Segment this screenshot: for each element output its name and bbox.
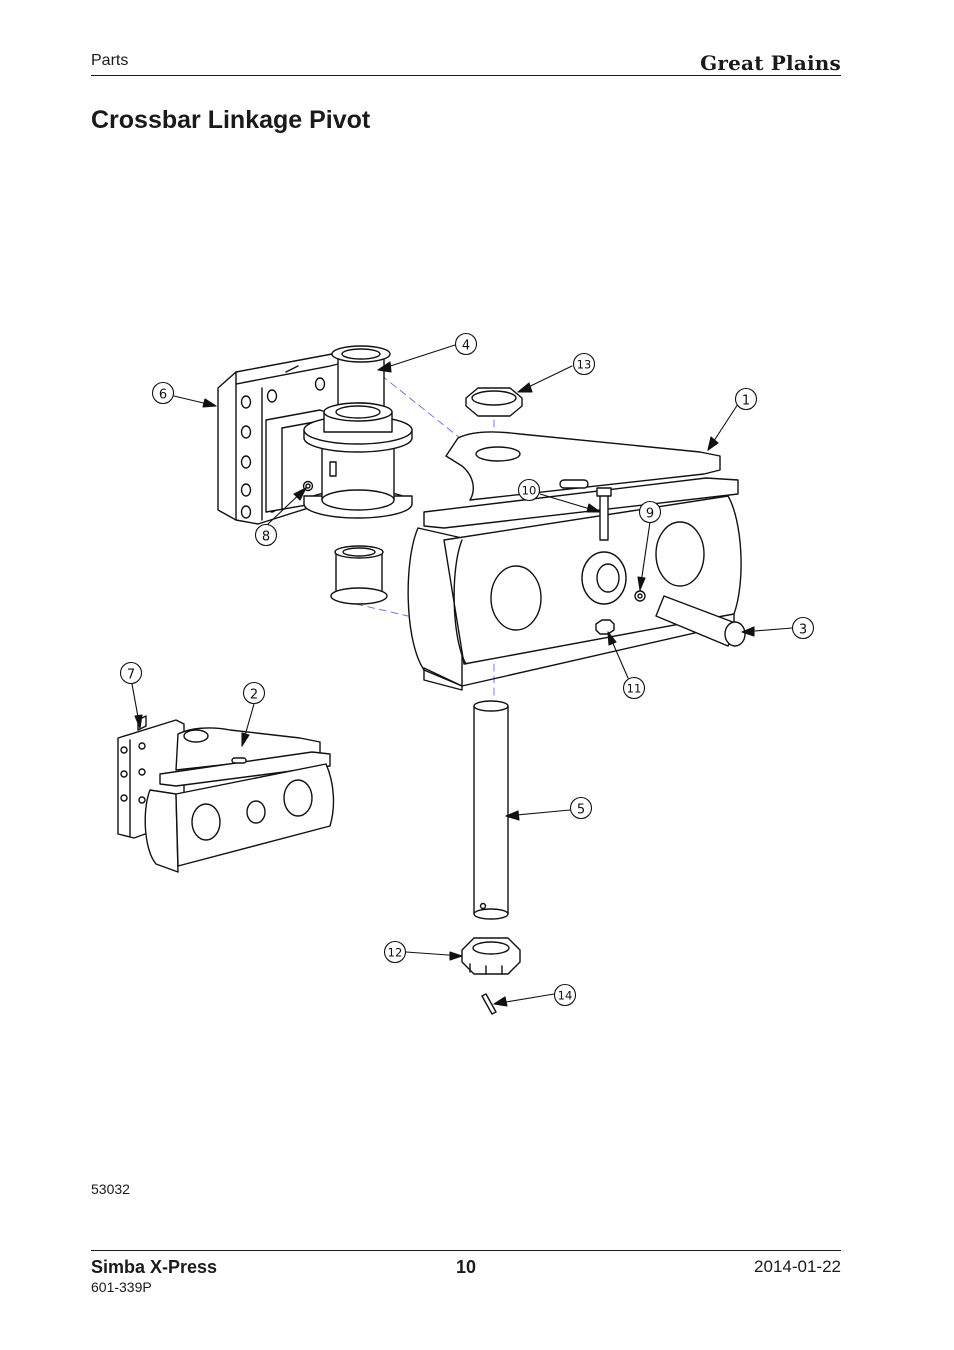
footer-rule bbox=[91, 1250, 841, 1251]
figure-number: 53032 bbox=[91, 1181, 130, 1197]
callout-1: 1 bbox=[734, 387, 758, 411]
svg-text:12: 12 bbox=[388, 946, 403, 960]
svg-text:3: 3 bbox=[799, 623, 807, 638]
footer-part-number: 601-339P bbox=[91, 1279, 152, 1295]
callout-8: 8 bbox=[254, 523, 278, 547]
footer-product: Simba X-Press bbox=[91, 1257, 218, 1277]
footer-date: 2014-01-22 bbox=[754, 1257, 841, 1276]
callout-9: 9 bbox=[638, 500, 662, 524]
callout-11: 11 bbox=[622, 676, 646, 700]
callout-5: 5 bbox=[569, 796, 593, 820]
header-section-label: Parts bbox=[91, 52, 129, 69]
pivot-barrel bbox=[303, 402, 413, 519]
svg-text:7: 7 bbox=[127, 668, 135, 683]
part-12-castle-nut bbox=[461, 937, 521, 975]
svg-text:11: 11 bbox=[627, 682, 642, 696]
svg-text:6: 6 bbox=[159, 388, 167, 403]
svg-text:14: 14 bbox=[558, 989, 573, 1003]
leader-lines bbox=[131, 344, 793, 1007]
callout-13: 13 bbox=[572, 352, 596, 376]
callout-12: 12 bbox=[383, 940, 407, 964]
callout-3: 3 bbox=[791, 616, 815, 640]
svg-text:5: 5 bbox=[577, 803, 585, 818]
svg-text:9: 9 bbox=[646, 507, 654, 522]
part-14-cotter-pin bbox=[481, 993, 497, 1015]
svg-text:4: 4 bbox=[462, 339, 470, 354]
footer-page-number: 10 bbox=[455, 1257, 477, 1277]
lower-bushing bbox=[330, 545, 388, 605]
part-1-crossbar-linkage bbox=[407, 431, 742, 691]
brand-logo-text: Great Plains bbox=[700, 51, 841, 75]
callout-6: 6 bbox=[151, 381, 175, 405]
svg-text:1: 1 bbox=[742, 394, 750, 409]
part-3-pin bbox=[655, 595, 746, 647]
svg-text:10: 10 bbox=[522, 484, 537, 498]
part-5-shaft bbox=[473, 700, 509, 920]
callout-7: 7 bbox=[119, 661, 143, 685]
callout-4: 4 bbox=[454, 332, 478, 356]
part-11-nut bbox=[595, 619, 615, 635]
svg-text:13: 13 bbox=[577, 358, 592, 372]
page-title: Crossbar Linkage Pivot bbox=[91, 106, 371, 134]
callout-balloons: 1 2 3 4 5 6 7 8 9 10 11 12 13 14 bbox=[119, 332, 815, 1007]
part-9-set-screw bbox=[634, 590, 646, 602]
svg-text:2: 2 bbox=[250, 688, 258, 703]
header-rule bbox=[91, 75, 841, 76]
callout-10: 10 bbox=[517, 478, 541, 502]
callout-14: 14 bbox=[553, 983, 577, 1007]
collar bbox=[581, 551, 627, 605]
svg-text:8: 8 bbox=[262, 530, 270, 545]
callout-2: 2 bbox=[242, 681, 266, 705]
part-10-bolt bbox=[596, 487, 612, 541]
assembled-view bbox=[117, 715, 335, 873]
part-13-locknut bbox=[465, 387, 523, 417]
